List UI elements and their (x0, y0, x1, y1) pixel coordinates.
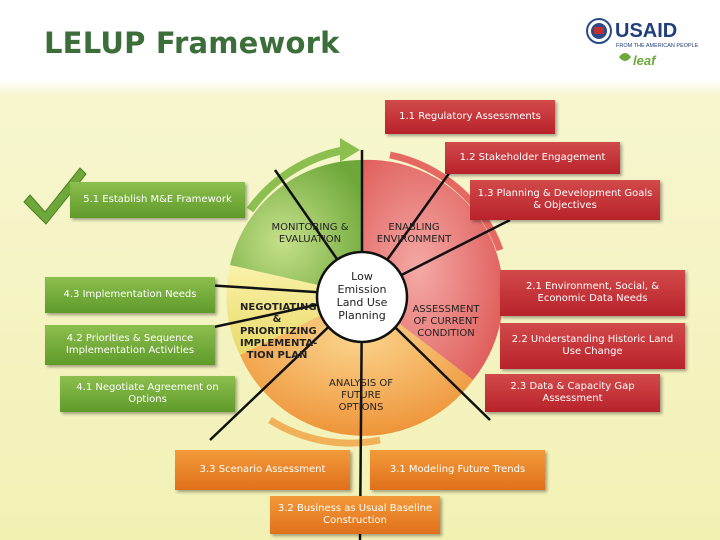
phase-assessment: ASSESSMENT OF CURRENT CONDITION (412, 304, 480, 339)
leaf-wordmark: leaf (633, 53, 657, 68)
page-title: LELUP Framework (44, 26, 340, 60)
step-3-2: 3.2 Business as Usual Baseline Construct… (270, 496, 440, 534)
step-2-3: 2.3 Data & Capacity Gap Assessment (485, 374, 660, 412)
phase-enabling: ENABLING ENVIRONMENT (376, 222, 452, 245)
center-label: Low Emission Land Use Planning (336, 270, 388, 322)
step-4-1: 4.1 Negotiate Agreement on Options (60, 376, 235, 412)
step-2-1: 2.1 Environment, Social, & Economic Data… (500, 270, 685, 316)
segment-enabling (362, 159, 504, 380)
step-3-3: 3.3 Scenario Assessment (175, 450, 350, 490)
step-1-2: 1.2 Stakeholder Engagement (445, 142, 620, 174)
phase-analysis: ANALYSIS OF FUTURE OPTIONS (329, 378, 393, 413)
segment-analysis (240, 295, 473, 436)
step-1-3: 1.3 Planning & Development Goals & Objec… (470, 180, 660, 220)
step-2-2: 2.2 Understanding Historic Land Use Chan… (500, 323, 685, 369)
step-1-1: 1.1 Regulatory Assessments (385, 100, 555, 134)
segment-monitoring (230, 159, 362, 295)
phase-monitoring: MONITORING & EVALUATION (271, 222, 349, 245)
phase-negotiating: NEGOTIATING & PRIORITIZING IMPLEMENTA- T… (240, 302, 318, 361)
usaid-tagline: FROM THE AMERICAN PEOPLE (616, 43, 699, 49)
usaid-wordmark: USAID (615, 20, 677, 42)
center-circle (315, 250, 409, 344)
step-4-3: 4.3 Implementation Needs (45, 277, 215, 313)
step-5-1: 5.1 Establish M&E Framework (70, 182, 245, 218)
step-4-2: 4.2 Priorities & Sequence Implementation… (45, 325, 215, 365)
step-3-1: 3.1 Modeling Future Trends (370, 450, 545, 490)
usaid-logo: USAID FROM THE AMERICAN PEOPLE leaf (585, 17, 705, 77)
